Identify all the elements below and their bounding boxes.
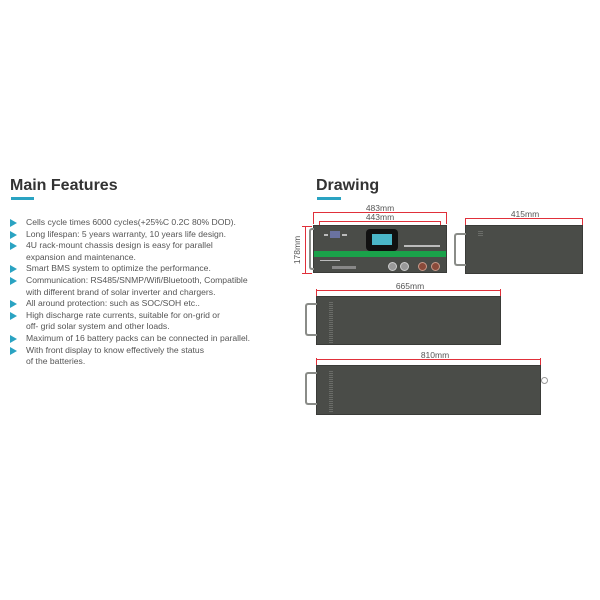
vent — [329, 370, 333, 412]
feature-item: With front display to know effectively t… — [9, 345, 299, 368]
feature-text: High discharge rate currents, suitable f… — [26, 309, 220, 320]
drawing-title: Drawing — [316, 177, 380, 194]
main-features-underline — [11, 197, 34, 200]
model-label — [404, 245, 440, 247]
feature-text: Maximum of 16 battery packs can be conne… — [26, 332, 251, 343]
dim-tick — [440, 221, 441, 226]
features-list: Cells cycle times 6000 cycles(+25%C 0.2C… — [9, 217, 299, 368]
feature-item: All around protection: such as SOC/SOH e… — [9, 298, 299, 310]
drawing-underline — [317, 197, 341, 200]
feature-item: Maximum of 16 battery packs can be conne… — [9, 333, 299, 345]
dim-483mm: 483mm — [365, 203, 395, 213]
feature-item: High discharge rate currents, suitable f… — [9, 310, 299, 333]
feature-text-cont: with different brand of solar inverter a… — [26, 286, 216, 297]
dim-line-inner — [319, 221, 441, 222]
dim-tick — [540, 358, 541, 366]
port-labels — [320, 260, 340, 261]
dim-line-810 — [316, 359, 541, 360]
feature-text-cont: off- grid solar system and other loads. — [26, 321, 170, 332]
front-label — [324, 234, 328, 236]
triangle-bullet-icon — [10, 219, 17, 227]
triangle-bullet-icon — [10, 265, 17, 274]
dim-tick — [500, 289, 501, 297]
dim-tick — [446, 212, 447, 224]
feature-item: Smart BMS system to optimize the perform… — [9, 263, 299, 275]
triangle-bullet-icon — [10, 346, 17, 355]
side-panel — [465, 225, 583, 274]
feature-text: With front display to know effectively t… — [26, 344, 205, 355]
dim-665mm: 665mm — [395, 281, 425, 291]
dim-tick — [313, 212, 314, 224]
terminal-port-positive — [418, 262, 427, 271]
rear-connector-icon — [541, 377, 548, 384]
dim-tick — [316, 358, 317, 366]
feature-text: Cells cycle times 6000 cycles(+25%C 0.2C… — [26, 217, 236, 227]
triangle-bullet-icon — [10, 242, 17, 251]
top-handle-810 — [305, 372, 317, 405]
dim-tick — [465, 218, 466, 226]
dim-178mm: 178mm — [292, 235, 302, 265]
feature-text: Communication: RS485/SNMP/Wifi/Bluetooth… — [26, 274, 248, 285]
triangle-bullet-icon — [10, 276, 17, 285]
lcd-display — [366, 229, 398, 251]
feature-item: 4U rack-mount chassis design is easy for… — [9, 240, 299, 263]
feature-item: Long lifespan: 5 years warranty, 10 year… — [9, 229, 299, 241]
top-panel-810 — [316, 365, 541, 415]
front-panel — [313, 225, 447, 273]
dim-tick — [302, 273, 312, 274]
front-handle-left — [309, 228, 314, 270]
dim-810mm: 810mm — [420, 350, 450, 360]
lcd-screen — [372, 234, 392, 245]
dim-line-side — [465, 218, 583, 219]
dim-tick — [582, 218, 583, 226]
feature-item: Communication: RS485/SNMP/Wifi/Bluetooth… — [9, 275, 299, 298]
terminal-port-negative — [431, 262, 440, 271]
feature-item: Cells cycle times 6000 cycles(+25%C 0.2C… — [9, 217, 299, 229]
dim-443mm: 443mm — [365, 212, 395, 222]
dim-tick — [302, 226, 312, 227]
front-label — [342, 234, 347, 236]
feature-text: Long lifespan: 5 years warranty, 10 year… — [26, 228, 226, 239]
dim-tick — [319, 221, 320, 226]
top-handle-665 — [305, 303, 317, 336]
dim-line-665 — [316, 290, 501, 291]
dim-415mm: 415mm — [510, 209, 540, 219]
dim-line-height — [305, 226, 306, 274]
front-logo — [330, 231, 340, 238]
triangle-bullet-icon — [10, 300, 17, 309]
dim-tick — [316, 289, 317, 297]
vent — [329, 301, 333, 343]
feature-text: 4U rack-mount chassis design is easy for… — [26, 240, 213, 251]
comm-ports — [332, 266, 356, 269]
feature-text-cont: expansion and maintenance. — [26, 251, 136, 262]
triangle-bullet-icon — [10, 230, 17, 239]
green-band — [314, 251, 446, 257]
terminal-port — [400, 262, 409, 271]
feature-text: Smart BMS system to optimize the perform… — [26, 263, 211, 274]
dim-line-outer — [313, 212, 447, 213]
feature-text: All around protection: such as SOC/SOH e… — [26, 298, 200, 309]
side-handle — [454, 233, 466, 266]
vent — [478, 230, 483, 236]
main-features-title: Main Features — [10, 177, 118, 194]
triangle-bullet-icon — [10, 311, 17, 320]
triangle-bullet-icon — [10, 334, 17, 343]
feature-text-cont: of the batteries. — [26, 356, 86, 367]
top-panel-665 — [316, 296, 501, 345]
terminal-port — [388, 262, 397, 271]
